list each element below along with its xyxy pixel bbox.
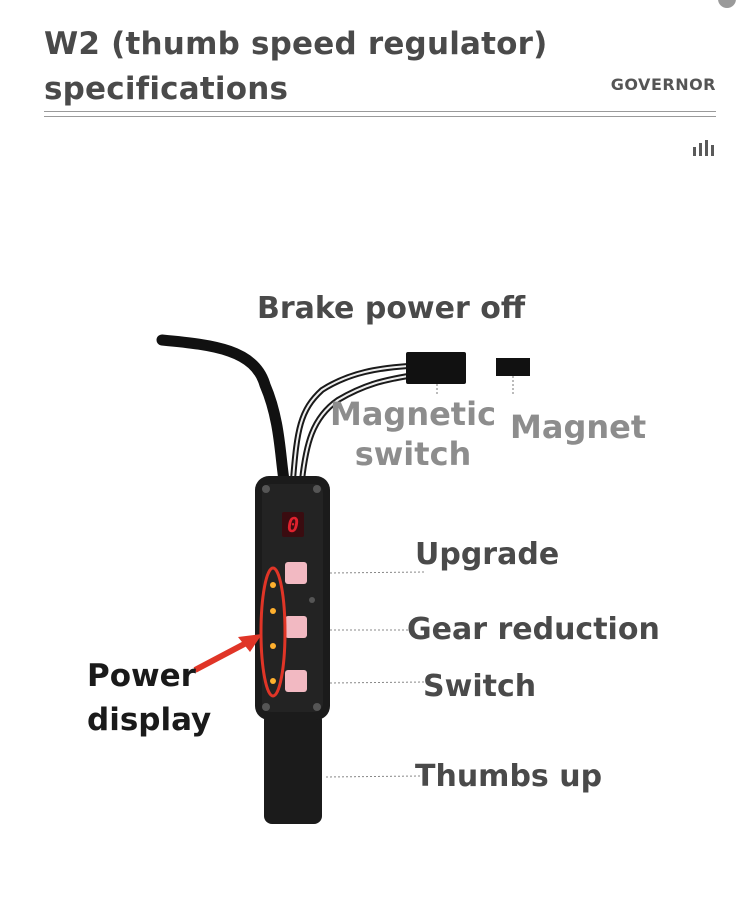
page-tagline: GOVERNOR xyxy=(610,75,716,94)
label-thumbs-up: Thumbs up xyxy=(415,759,603,794)
brake-cable-inner xyxy=(292,365,409,481)
upgrade-leader xyxy=(329,571,426,574)
magnetic-switch-sensor xyxy=(406,352,466,384)
switch-cable-inner xyxy=(301,375,409,481)
screw xyxy=(309,597,315,603)
power-display-arrow-head xyxy=(238,634,262,652)
power-display-arrow-line xyxy=(193,638,252,673)
corner-dot xyxy=(718,0,736,8)
label-gear-reduction: Gear reduction xyxy=(407,612,660,647)
signal-bars-icon[interactable] xyxy=(693,140,715,156)
led-display-digit: 0 xyxy=(287,513,299,537)
thumb-lever xyxy=(264,712,322,824)
label-magnetic-switch: Magnetic switch xyxy=(328,394,498,474)
power-led xyxy=(270,643,276,649)
label-brake-power-off: Brake power off xyxy=(257,291,526,326)
switch-leader xyxy=(329,681,426,684)
main-cable xyxy=(156,334,290,486)
upgrade-button xyxy=(285,562,307,584)
header-rule-top xyxy=(44,111,716,112)
thumbs-up-leader xyxy=(325,775,421,778)
screw xyxy=(262,703,270,711)
label-switch: Switch xyxy=(423,669,537,704)
label-magnetic-switch-text: Magnetic switch xyxy=(329,395,497,473)
page-title: W2 (thumb speed regulator) specification… xyxy=(44,26,548,107)
power-led xyxy=(270,582,276,588)
led-display xyxy=(282,512,304,537)
label-magnet: Magnet xyxy=(510,408,647,446)
magnet-block xyxy=(496,358,530,376)
power-display-highlight xyxy=(259,566,287,698)
gear-reduction-button xyxy=(285,616,307,638)
screw xyxy=(262,485,270,493)
power-led xyxy=(270,608,276,614)
screw xyxy=(313,485,321,493)
label-power-display: Power display xyxy=(87,654,237,742)
throttle-face xyxy=(262,484,323,712)
power-led xyxy=(270,678,276,684)
switch-button xyxy=(285,670,307,692)
header-rule-bottom xyxy=(44,116,716,117)
label-power-display-text: Power display xyxy=(87,658,212,738)
label-upgrade: Upgrade xyxy=(415,537,560,572)
screw xyxy=(313,703,321,711)
